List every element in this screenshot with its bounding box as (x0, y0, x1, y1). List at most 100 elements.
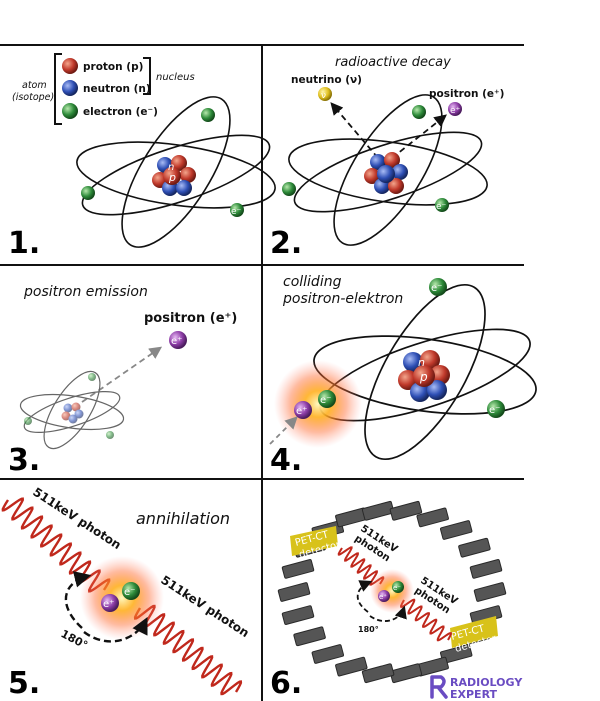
incoming-arrow (269, 416, 298, 445)
atom-group-label-2: (isotope) (12, 92, 54, 103)
electron-mark: e⁻ (231, 207, 242, 217)
angle-arrow (64, 571, 92, 629)
panel-number: 1. (8, 226, 40, 261)
electron-ball (392, 581, 404, 593)
angle-arrow (83, 616, 148, 643)
electron-mark: e⁻ (489, 405, 500, 416)
photon-label: 511keV photon (30, 485, 123, 552)
atom-orbits (288, 94, 488, 246)
positron-mark: e⁺ (450, 106, 461, 116)
detector-block (469, 559, 503, 579)
atom-group-label-1: atom (22, 80, 47, 91)
panel-number: 5. (8, 666, 40, 701)
atom-orbits (19, 370, 125, 450)
neutrino-label: neutrino (ν) (291, 74, 362, 86)
detector-block (281, 559, 315, 579)
detector-block (439, 520, 473, 540)
panel-number: 2. (270, 226, 302, 261)
positron-label: positron (e⁺) (144, 311, 237, 326)
electron-ball (81, 186, 95, 200)
panel-3: positron emission positron (e⁺) e⁺ 3. (8, 284, 237, 478)
logo-r-mark-icon (430, 675, 448, 699)
detector-block (361, 500, 395, 521)
nucleus (61, 402, 84, 424)
photon-wave (133, 604, 243, 696)
electron-ball (106, 431, 114, 439)
electron-mark: e⁻ (320, 395, 331, 406)
panel-title: radioactive decay (335, 55, 451, 70)
electron-ball (429, 278, 447, 296)
positron-ball (378, 590, 390, 602)
electron-ball (282, 182, 296, 196)
legend-electron-label: electron (e⁻) (83, 106, 158, 118)
nucleon-p-label: p (168, 171, 176, 184)
panel-title: annihilation (136, 509, 230, 528)
panel-6: PET-CT detector PET-CT detector 511keV p… (270, 500, 523, 701)
positron-mark: e⁺ (103, 599, 114, 610)
legend-neutron-label: neutron (n) (83, 83, 151, 95)
electron-ball (122, 582, 140, 600)
detector-block (293, 626, 326, 647)
detector-highlight (450, 616, 498, 648)
legend-electron-ball (62, 103, 78, 119)
photon-wave (399, 598, 453, 642)
detector-block (335, 656, 368, 677)
detector-block (277, 582, 311, 602)
detector-block (361, 663, 395, 684)
positron-mark: e⁺ (296, 406, 307, 417)
detector-block (389, 500, 423, 521)
logo-text-line2: EXPERT (450, 688, 498, 701)
panel-number: 3. (8, 443, 40, 478)
electron-ball (435, 198, 449, 212)
nucleus (364, 152, 408, 194)
electron-mark: e⁻ (393, 584, 401, 592)
electron-ball (201, 108, 215, 122)
positron-label: positron (e⁺) (429, 88, 504, 100)
electron-ball (318, 390, 336, 408)
angle-label: 180° (358, 625, 379, 634)
panel-5: annihilation 511keV photon 511keV photon… (1, 485, 252, 701)
angle-arrow (356, 580, 373, 613)
detector-block (311, 644, 345, 664)
atom-orbits (76, 96, 276, 248)
photon-label: 511keV photon (158, 573, 251, 640)
panel-2: radioactive decay neutrino (ν) positron … (270, 55, 504, 261)
positron-ball (294, 401, 312, 419)
angle-arrow (369, 605, 407, 622)
angle-label: 180° (59, 627, 90, 652)
electron-ball (230, 203, 244, 217)
detector-block (416, 507, 449, 528)
panel-title: positron emission (23, 284, 148, 300)
nucleon-p-label: p (419, 370, 428, 384)
legend-proton-ball (62, 58, 78, 74)
nucleus: n p (152, 155, 196, 196)
nucleon-n-label: n (168, 162, 174, 173)
panel-title-line1: colliding (283, 274, 342, 290)
nucleon-n-label: n (418, 356, 425, 369)
nucleus-bracket (143, 57, 151, 95)
positron-mark: e⁺ (379, 593, 387, 601)
legend-bracket (54, 53, 62, 125)
positron-arrow (391, 114, 447, 159)
collision-glow (274, 360, 362, 448)
nucleus-group-label: nucleus (156, 72, 195, 83)
emission-arrow (81, 346, 163, 403)
positron-mark: e⁺ (171, 336, 182, 347)
detector-block (389, 663, 423, 684)
logo-text-line1: RADIOLOGY (450, 676, 523, 689)
panel-1: proton (p) neutron (n) electron (e⁻) nuc… (8, 53, 276, 261)
panel-title-line2: positron-elektron (282, 291, 403, 307)
panel-4: colliding positron-elektron n p e⁻ e⁻ e⁺… (269, 274, 537, 478)
nucleus: n p (398, 350, 450, 402)
detector-block (281, 605, 315, 625)
electron-ball (24, 417, 32, 425)
electron-mark: e⁻ (431, 283, 442, 294)
legend-proton-label: proton (p) (83, 61, 143, 73)
panel-number: 4. (270, 443, 302, 478)
radiology-expert-logo: RADIOLOGY EXPERT (430, 675, 523, 701)
electron-ball (487, 400, 505, 418)
detector-ring (277, 500, 507, 684)
electron-ball (88, 373, 96, 381)
photon-wave (337, 546, 385, 586)
